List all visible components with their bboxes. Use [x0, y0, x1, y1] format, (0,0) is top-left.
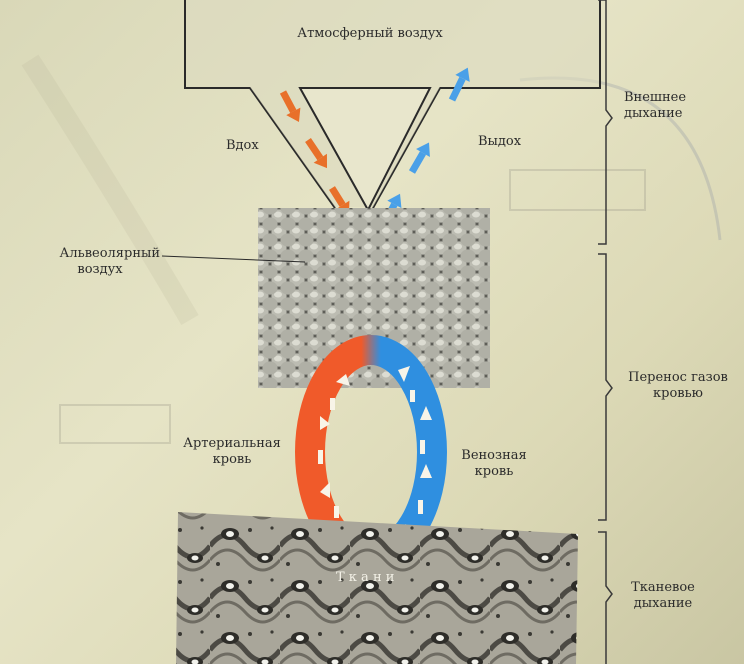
inner-triangle: [298, 87, 432, 213]
exhale-arrow: [448, 67, 470, 102]
venous-blood-line2: кровь: [474, 464, 514, 479]
arterial-blood-line1: Артериальная: [183, 436, 281, 451]
brace-external: [598, 0, 613, 245]
gas-transport-label: Перенос газов кровью: [618, 370, 738, 402]
alveolar-leader-line: [161, 255, 306, 263]
tissues-label: Т к а н и: [336, 570, 395, 585]
venous-blood-label: Венозная кровь: [446, 448, 542, 480]
alveolar-air-label: Альвеолярный воздух: [40, 246, 160, 278]
arterial-blood-label: Артериальная кровь: [176, 436, 288, 468]
braces: [598, 0, 613, 664]
atmospheric-air-label: Атмосферный воздух: [297, 26, 443, 41]
tissue-respiration-label: Тканевое дыхание: [618, 580, 708, 612]
tissue-respiration-line2: дыхание: [633, 596, 693, 611]
external-respiration-line1: Внешнее: [624, 90, 687, 105]
arterial-blood-line2: кровь: [212, 452, 252, 467]
inhale-arrow: [279, 90, 301, 123]
inhale-arrow: [305, 138, 328, 169]
tissue-respiration-line1: Тканевое: [631, 580, 695, 595]
atmosphere-funnel: [184, 0, 601, 209]
external-respiration-label: Внешнее дыхание: [624, 90, 686, 122]
brace-tissue: [598, 531, 613, 664]
gas-transport-line1: Перенос газов: [628, 370, 728, 385]
alveolar-air-line1: Альвеолярный: [59, 246, 160, 261]
external-respiration-line2: дыхание: [624, 106, 683, 121]
tissue-block: [176, 512, 578, 664]
exhale-label: Выдох: [478, 134, 522, 149]
inhale-label: Вдох: [226, 138, 259, 153]
alveolar-air-line2: воздух: [77, 262, 123, 277]
venous-blood-line1: Венозная: [461, 448, 527, 463]
inhale-arrows: [279, 90, 350, 216]
exhale-arrow: [408, 142, 430, 174]
gas-transport-line2: кровью: [653, 386, 703, 401]
brace-transport: [598, 253, 613, 521]
